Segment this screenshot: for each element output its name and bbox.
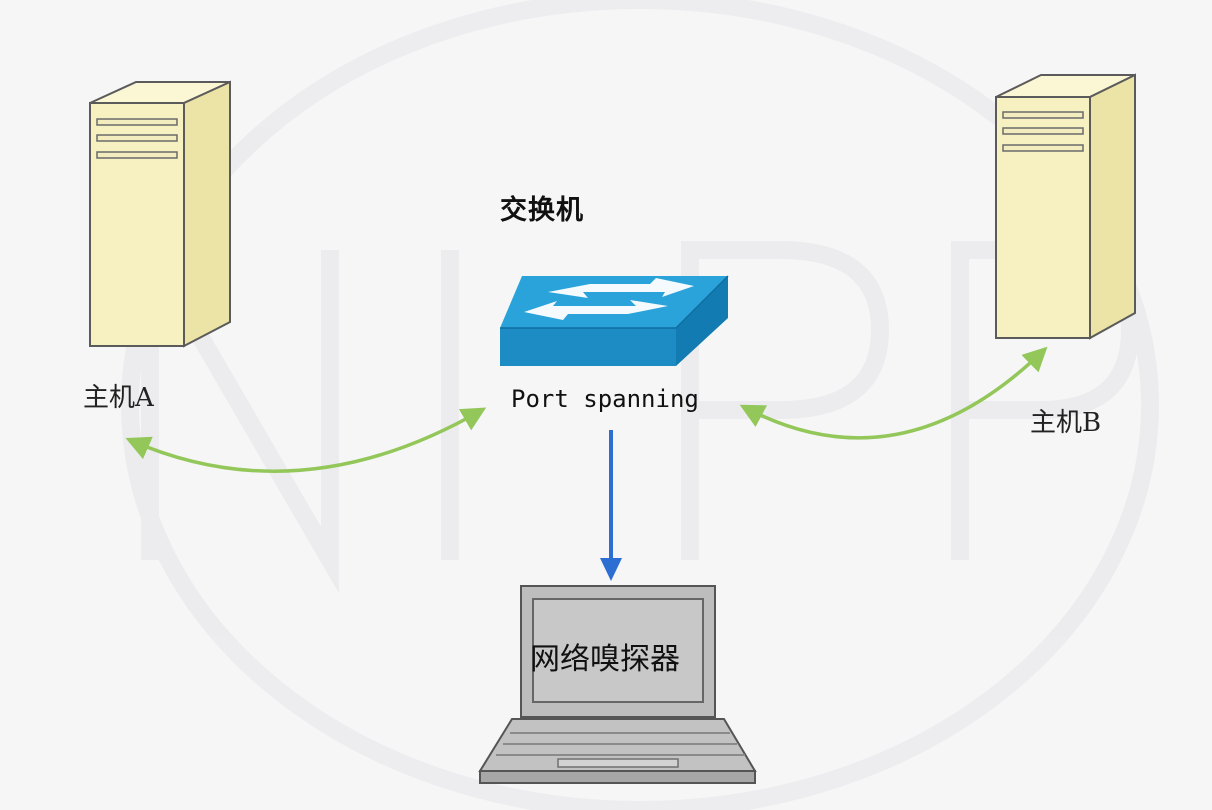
server-tower-icon	[89, 80, 231, 348]
traffic-arrow-b	[739, 346, 1048, 440]
network-switch-icon	[500, 275, 729, 366]
laptop-icon	[478, 585, 757, 784]
port-spanning-label: Port spanning	[511, 385, 699, 413]
mirror-arrow-head	[600, 558, 622, 581]
server-tower-icon	[995, 73, 1136, 340]
switch-label: 交换机	[500, 195, 584, 226]
traffic-arrow-a	[125, 407, 487, 473]
network-sniffer-label: 网络嗅探器	[530, 642, 680, 677]
host-b-label: 主机B	[1030, 408, 1102, 438]
host-a-label: 主机A	[83, 383, 154, 413]
